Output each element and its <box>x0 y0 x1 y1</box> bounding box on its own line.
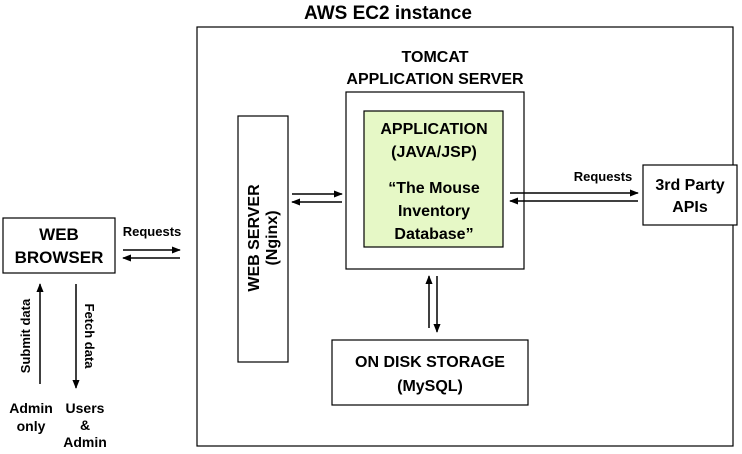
web-browser-label-line1: WEB <box>39 225 79 244</box>
users-admin-line2: & <box>80 417 90 433</box>
ec2-instance-box <box>196 26 734 447</box>
application-label-line1: APPLICATION <box>380 121 487 138</box>
web-server-label-line2: (Nginx) <box>264 210 281 265</box>
requests-label-browser: Requests <box>123 224 182 239</box>
users-admin-line3: Admin <box>63 434 107 449</box>
application-label-line5: Database” <box>394 226 473 243</box>
tomcat-label-line2: APPLICATION SERVER <box>346 71 524 88</box>
web-browser-label-line2: BROWSER <box>15 248 104 267</box>
web-server-box <box>237 115 289 363</box>
fetch-data-label: Fetch data <box>82 303 97 369</box>
third-party-apis-box <box>642 164 738 226</box>
storage-label-line1: ON DISK STORAGE <box>355 354 505 371</box>
storage-box <box>331 339 529 406</box>
application-label-line3: “The Mouse <box>388 180 480 197</box>
web-browser-box <box>2 217 116 274</box>
application-label-line2: (JAVA/JSP) <box>391 144 477 161</box>
admin-only-line1: Admin <box>9 400 53 416</box>
application-box <box>363 110 504 248</box>
users-admin-line1: Users <box>66 400 105 416</box>
admin-only-line2: only <box>17 418 46 434</box>
requests-label-api: Requests <box>574 169 633 184</box>
third-party-label-line2: APIs <box>672 199 708 216</box>
third-party-label-line1: 3rd Party <box>655 177 724 194</box>
submit-data-label: Submit data <box>18 298 33 373</box>
tomcat-label-line1: TOMCAT <box>402 49 469 66</box>
application-label-line4: Inventory <box>398 203 470 220</box>
diagram-title: AWS EC2 instance <box>304 3 472 24</box>
web-server-label-line1: WEB SERVER <box>246 184 263 292</box>
storage-label-line2: (MySQL) <box>397 378 463 395</box>
